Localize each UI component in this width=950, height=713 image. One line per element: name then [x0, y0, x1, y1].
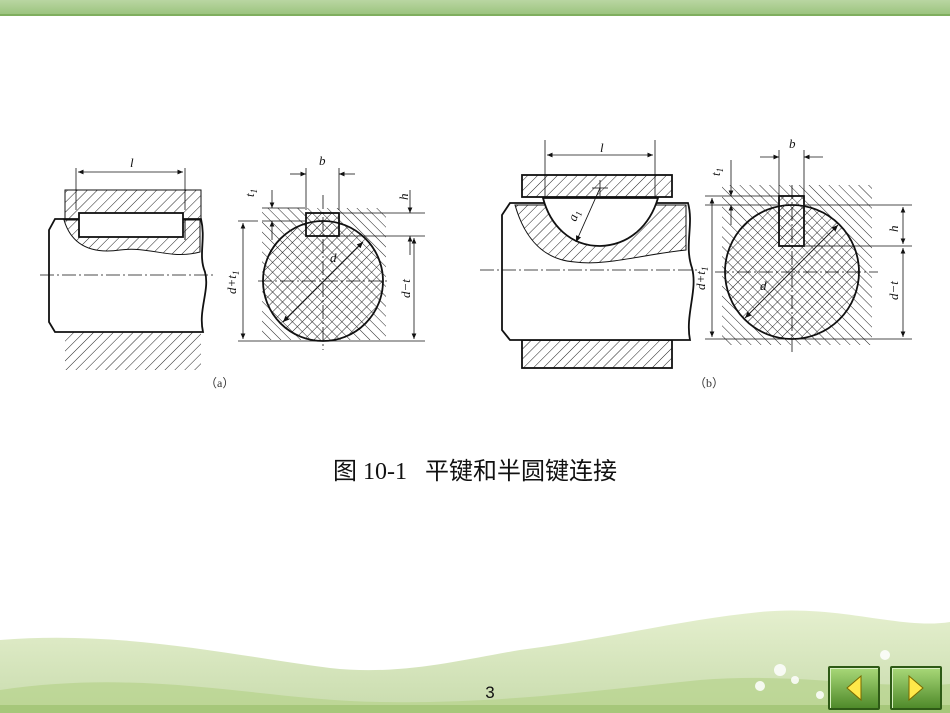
prev-slide-button[interactable]	[828, 666, 880, 710]
left-triangle-icon	[846, 674, 862, 702]
b-dim-b-label: b	[789, 136, 796, 151]
b-dim-h-label: h	[886, 226, 901, 233]
a-dim-d-plus-t1-label: d+t1	[224, 271, 241, 294]
a-dim-t1-label: t1	[242, 189, 259, 197]
figure-caption: 图 10-1 平键和半圆键连接	[0, 451, 950, 486]
b-dim-d-plus-t1-label: d+t1	[693, 267, 710, 290]
right-triangle-icon	[908, 674, 924, 702]
b-dim-a1-label: a1	[565, 208, 585, 224]
a-dim-d-label: d	[330, 250, 337, 265]
bottom-landscape-decoration	[0, 610, 950, 713]
subfig-b-shaft-view	[480, 140, 700, 369]
a-dim-h-label: h	[396, 194, 411, 201]
subfig-a-label: （a）	[205, 376, 234, 390]
figure-number: 图 10-1	[333, 459, 407, 485]
b-dim-t1-label: t1	[708, 168, 725, 176]
a-dim-d-minus-t-label: d−t	[398, 279, 413, 298]
subfig-b-section-view	[705, 150, 912, 352]
figure-title: 平键和半圆键连接	[425, 459, 617, 485]
b-dim-d-label: d	[760, 278, 767, 293]
a-dim-l-label: l	[130, 155, 134, 170]
a-dim-b-label: b	[319, 153, 326, 168]
b-dim-d-minus-t-label: d−t	[886, 281, 901, 300]
subfig-a-shaft-view	[40, 168, 215, 370]
b-dim-l-label: l	[600, 140, 604, 155]
page-number: 3	[485, 683, 495, 702]
next-slide-button[interactable]	[890, 666, 942, 710]
subfig-a-section-view	[238, 168, 425, 350]
subfig-b-label: （b）	[694, 376, 724, 390]
top-decorative-bar	[0, 0, 950, 16]
